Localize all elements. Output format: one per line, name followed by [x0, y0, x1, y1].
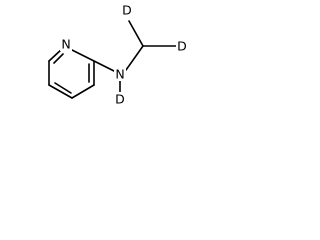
amine-d-mask	[114, 92, 126, 106]
double-bond-c6-n1-inner	[53, 53, 64, 64]
bond-c4-c5	[48, 84, 73, 99]
amine-nitrogen-label: N	[115, 67, 124, 82]
bond-n1-c2	[69, 48, 95, 62]
amine-n-mask	[114, 67, 126, 81]
methyl-d-top-mask	[121, 3, 133, 17]
bond-c2-n-amine	[93, 60, 115, 72]
methyl-deuterium-right-label: D	[177, 39, 187, 54]
bond-ch2-d-top	[128, 20, 144, 47]
methyl-deuterium-top-label: D	[122, 3, 132, 18]
bond-c3-c4	[71, 84, 95, 99]
structure-diagram: N N D D D	[48, 3, 188, 107]
double-bond-c4-c5-inner	[54, 82, 72, 94]
ring-nitrogen-label: N	[61, 37, 70, 52]
bond-c6-n1	[48, 48, 63, 62]
ring-n-mask	[60, 37, 72, 51]
bond-n-amine-ch2	[125, 45, 144, 71]
amine-deuterium-label: D	[115, 92, 125, 107]
methyl-d-right-mask	[176, 39, 188, 53]
